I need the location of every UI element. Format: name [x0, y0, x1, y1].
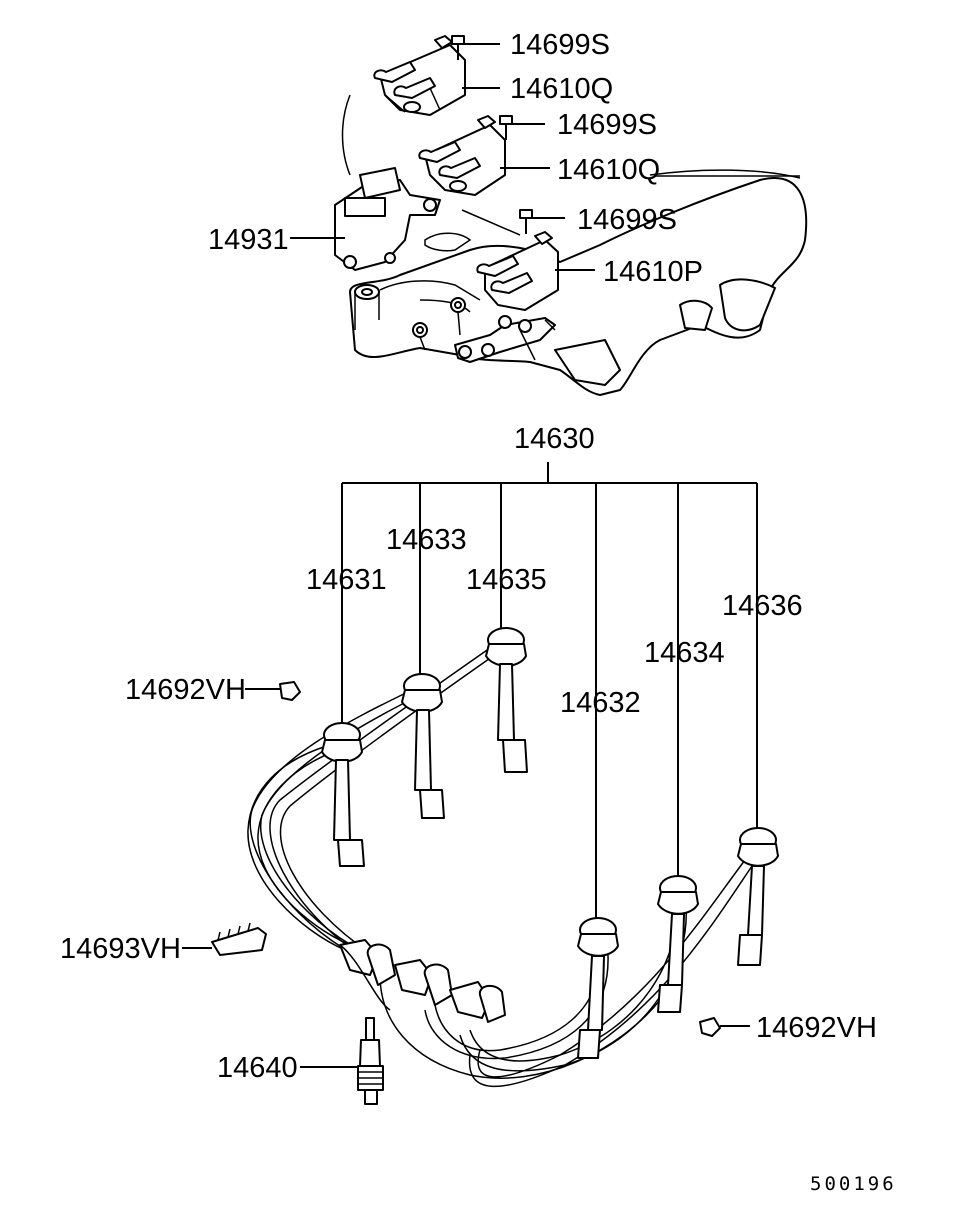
label-coil-3: 14610P [603, 256, 703, 288]
label-bolt-2: 14699S [557, 109, 657, 141]
cable-holder [182, 922, 267, 956]
label-clamp-right: 14692VH [756, 1012, 877, 1044]
label-cable-6: 14636 [722, 590, 803, 622]
plug-boot-cable-3 [401, 673, 445, 819]
spark-plug-cables [247, 647, 753, 1088]
plug-boot-cable-5 [485, 627, 528, 773]
clamp-right [699, 1017, 750, 1037]
label-coil-2: 14610Q [557, 154, 660, 186]
label-bolt-1: 14699S [510, 29, 610, 61]
plug-boot-cable-6 [737, 827, 779, 966]
plug-boot-cable-4 [657, 875, 699, 1013]
plug-boot-cable-2 [577, 917, 619, 1059]
clamp-left [245, 681, 301, 701]
part-labels: 14699S 14610Q 14699S 14610Q 14931 14699S… [60, 29, 877, 1084]
upper-leader-lines [290, 43, 595, 271]
igniter-module [334, 94, 441, 271]
cable-set-leader-tree [341, 462, 758, 920]
label-cable-2: 14632 [560, 687, 641, 719]
label-spark-plug: 14640 [217, 1052, 298, 1084]
label-cable-set: 14630 [514, 423, 595, 455]
ignition-coil-middle [418, 115, 506, 196]
plug-boot-cable-1 [321, 722, 365, 867]
label-cable-1: 14631 [306, 564, 387, 596]
ignition-coil-upper [373, 35, 466, 116]
label-cable-5: 14635 [466, 564, 547, 596]
intake-manifold [349, 169, 808, 396]
label-bolt-3: 14699S [577, 204, 677, 236]
label-clamp-left: 14692VH [125, 674, 246, 706]
label-holder: 14693VH [60, 933, 181, 965]
coil-end-boots [339, 939, 506, 1023]
label-coil-1: 14610Q [510, 73, 613, 105]
label-igniter: 14931 [208, 224, 289, 256]
label-cable-4: 14634 [644, 637, 725, 669]
diagram-id: 500196 [810, 1173, 897, 1195]
ignition-coil-lower [476, 231, 559, 311]
label-cable-3: 14633 [386, 524, 467, 556]
spark-plug [300, 1017, 384, 1105]
